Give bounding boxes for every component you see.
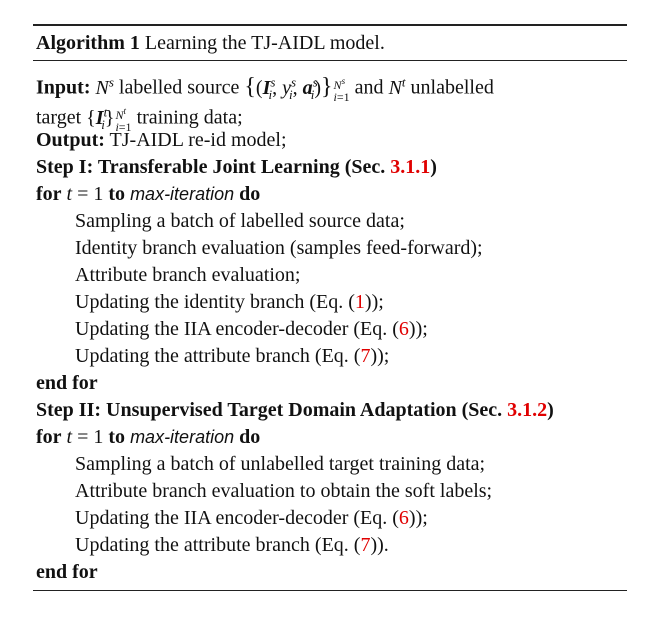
step1-prefix: Step I: Transferable Joint Learning (Sec… bbox=[36, 156, 391, 178]
output-text: TJ-AIDL re-id model; bbox=[109, 129, 287, 151]
loop1-line: Attribute branch evaluation; bbox=[33, 262, 627, 289]
input-text-e: training data; bbox=[136, 106, 243, 129]
input-text-b: and bbox=[354, 76, 384, 99]
loop2-line: Attribute branch evaluation to obtain th… bbox=[33, 478, 627, 505]
to-keyword: to bbox=[108, 183, 126, 205]
loop1-text: Sampling a batch of labelled source data… bbox=[75, 210, 405, 232]
loop1-tail: )); bbox=[370, 345, 390, 367]
for-keyword: for bbox=[36, 426, 62, 448]
end-for-1: end for bbox=[33, 370, 627, 397]
step1-ref-link[interactable]: 3.1.1 bbox=[390, 156, 431, 178]
max-iteration: max-iteration bbox=[130, 427, 235, 447]
loop1-line: Updating the attribute branch (Eq. (7)); bbox=[33, 343, 627, 370]
algorithm-label: Algorithm 1 bbox=[36, 32, 140, 54]
for-line-2: for t = 1 to max-iteration do bbox=[33, 424, 627, 451]
loop1-text: Attribute branch evaluation; bbox=[75, 264, 301, 286]
input-text-a: labelled source bbox=[118, 76, 240, 99]
loop1-line: Identity branch evaluation (samples feed… bbox=[33, 235, 627, 262]
input-text-c: unlabelled bbox=[410, 76, 494, 99]
loop1-text: Identity branch evaluation (samples feed… bbox=[75, 237, 483, 259]
equation-ref-link[interactable]: 7 bbox=[360, 534, 371, 556]
output-label: Output: bbox=[36, 129, 105, 151]
loop1-text: Updating the identity branch (Eq. ( bbox=[75, 291, 355, 313]
step1-heading: Step I: Transferable Joint Learning (Sec… bbox=[33, 154, 627, 181]
loop2-text: Updating the attribute branch (Eq. ( bbox=[75, 534, 361, 556]
input-line: Input: Ns labelled source {(Isi, ysi, as… bbox=[33, 67, 627, 105]
do-keyword: do bbox=[239, 426, 261, 448]
max-iteration: max-iteration bbox=[130, 184, 235, 204]
end-for-keyword: end for bbox=[36, 561, 98, 583]
loop2-line: Updating the IIA encoder-decoder (Eq. (6… bbox=[33, 505, 627, 532]
loop-var-math: t = 1 bbox=[66, 183, 104, 205]
algorithm-body: Input: Ns labelled source {(Isi, ysi, as… bbox=[33, 61, 627, 586]
loop1-text: Updating the IIA encoder-decoder (Eq. ( bbox=[75, 318, 399, 340]
step2-prefix: Step II: Unsupervised Target Domain Adap… bbox=[36, 399, 508, 421]
end-for-2: end for bbox=[33, 559, 627, 586]
input-math-ns: Ns bbox=[95, 74, 114, 99]
caption-rule bbox=[33, 60, 627, 61]
loop1-line: Updating the IIA encoder-decoder (Eq. (6… bbox=[33, 316, 627, 343]
input-label: Input: bbox=[36, 76, 91, 99]
equation-ref-link[interactable]: 6 bbox=[398, 318, 409, 340]
loop2-line: Sampling a batch of unlabelled target tr… bbox=[33, 451, 627, 478]
top-rule bbox=[33, 24, 627, 26]
output-line: Output: TJ-AIDL re-id model; bbox=[33, 127, 627, 154]
loop1-line: Updating the identity branch (Eq. (1)); bbox=[33, 289, 627, 316]
step2-heading: Step II: Unsupervised Target Domain Adap… bbox=[33, 397, 627, 424]
for-keyword: for bbox=[36, 183, 62, 205]
equation-ref-link[interactable]: 1 bbox=[354, 291, 365, 313]
loop1-tail: )); bbox=[408, 318, 428, 340]
algorithm-block: Algorithm 1 Learning the TJ-AIDL model. … bbox=[33, 24, 627, 591]
bottom-rule bbox=[33, 590, 627, 591]
loop2-tail: )); bbox=[408, 507, 428, 529]
loop-var-math: t = 1 bbox=[66, 426, 104, 448]
step2-ref-link[interactable]: 3.1.2 bbox=[507, 399, 548, 421]
loop1-text: Updating the attribute branch (Eq. ( bbox=[75, 345, 361, 367]
step1-suffix: ) bbox=[430, 156, 437, 178]
input-math-nt: Nt bbox=[388, 74, 406, 99]
loop2-text: Sampling a batch of unlabelled target tr… bbox=[75, 453, 486, 475]
equation-ref-link[interactable]: 7 bbox=[360, 345, 371, 367]
do-keyword: do bbox=[239, 183, 261, 205]
equation-ref-link[interactable]: 6 bbox=[398, 507, 409, 529]
loop1-tail: )); bbox=[364, 291, 384, 313]
algorithm-title: Learning the TJ-AIDL model. bbox=[144, 32, 385, 54]
loop2-text: Updating the IIA encoder-decoder (Eq. ( bbox=[75, 507, 399, 529]
step2-suffix: ) bbox=[547, 399, 554, 421]
algorithm-caption: Algorithm 1 Learning the TJ-AIDL model. bbox=[33, 26, 627, 60]
input-text-d: target bbox=[36, 106, 82, 129]
loop2-text: Attribute branch evaluation to obtain th… bbox=[75, 480, 493, 502]
loop2-line: Updating the attribute branch (Eq. (7)). bbox=[33, 532, 627, 559]
loop1-line: Sampling a batch of labelled source data… bbox=[33, 208, 627, 235]
for-line-1: for t = 1 to max-iteration do bbox=[33, 181, 627, 208]
loop2-tail: )). bbox=[370, 534, 389, 556]
to-keyword: to bbox=[108, 426, 126, 448]
end-for-keyword: end for bbox=[36, 372, 98, 394]
